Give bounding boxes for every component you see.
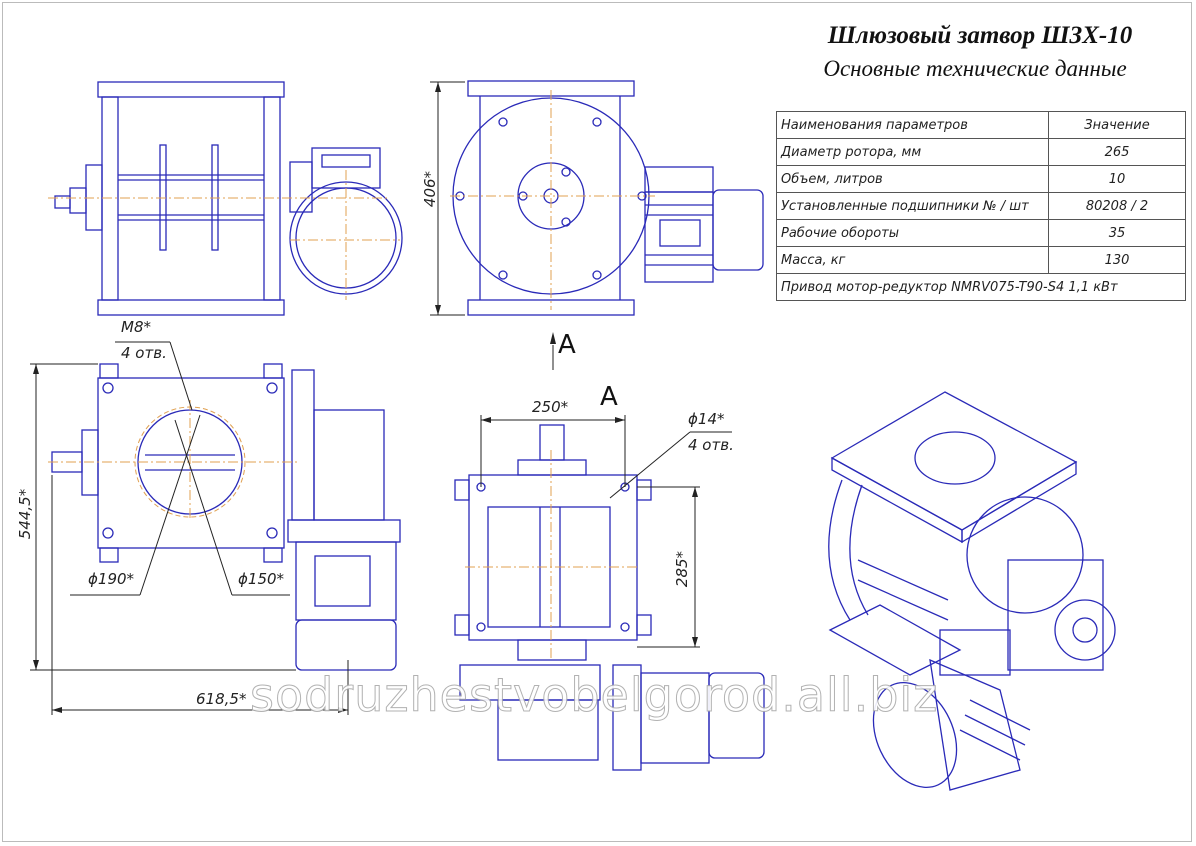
view-arrow-label: A bbox=[558, 330, 576, 360]
dim-diameter-inner: ϕ150* bbox=[238, 570, 285, 588]
drawing-subtitle: Основные технические данные bbox=[823, 56, 1127, 81]
front-view bbox=[452, 80, 764, 316]
dim-hole-diameter: ϕ14* bbox=[688, 410, 725, 428]
dim-bolt-thread: M8* bbox=[121, 318, 151, 336]
centerlines bbox=[48, 90, 655, 660]
spec-header-name: Наименования параметров bbox=[776, 111, 1049, 139]
dim-diameter-outer: ϕ190* bbox=[88, 570, 135, 588]
view-title-label: A bbox=[600, 382, 618, 412]
dimension-lines bbox=[30, 81, 732, 715]
dim-width-total: 618,5* bbox=[196, 690, 247, 708]
top-view bbox=[51, 363, 401, 671]
dim-height-front: 406* bbox=[421, 170, 440, 208]
spec-value: 35 bbox=[1048, 219, 1186, 247]
dim-flange-width: 250* bbox=[532, 398, 569, 416]
spec-header-value: Значение bbox=[1048, 111, 1186, 139]
dim-flange-depth: 285* bbox=[673, 550, 692, 588]
spec-value: 80208 / 2 bbox=[1048, 192, 1186, 220]
dim-height-top: 544,5* bbox=[16, 488, 35, 540]
arrowheads bbox=[33, 82, 698, 713]
isometric-view bbox=[828, 391, 1116, 791]
dim-hole-count: 4 отв. bbox=[688, 436, 734, 454]
dim-bolt-count: 4 отв. bbox=[121, 344, 167, 362]
spec-row: Диаметр ротора, мм 265 bbox=[776, 138, 1186, 166]
spec-drive: Привод мотор-редуктор NMRV075-T90-S4 1,1… bbox=[776, 273, 1186, 301]
spec-footer-row: Привод мотор-редуктор NMRV075-T90-S4 1,1… bbox=[776, 273, 1186, 301]
spec-row: Объем, литров 10 bbox=[776, 165, 1186, 193]
watermark: sodruzhestvobelgorod.all.biz bbox=[249, 668, 939, 723]
spec-table: Наименования параметров Значение Диаметр… bbox=[776, 111, 1186, 301]
spec-value: 130 bbox=[1048, 246, 1186, 274]
spec-value: 10 bbox=[1048, 165, 1186, 193]
spec-name: Установленные подшипники № / шт bbox=[776, 192, 1049, 220]
spec-row: Установленные подшипники № / шт 80208 / … bbox=[776, 192, 1186, 220]
drawing-title: Шлюзовый затвор ШЗХ-10 bbox=[827, 22, 1133, 49]
spec-header-row: Наименования параметров Значение bbox=[776, 111, 1186, 139]
bolt-circle bbox=[134, 406, 246, 518]
